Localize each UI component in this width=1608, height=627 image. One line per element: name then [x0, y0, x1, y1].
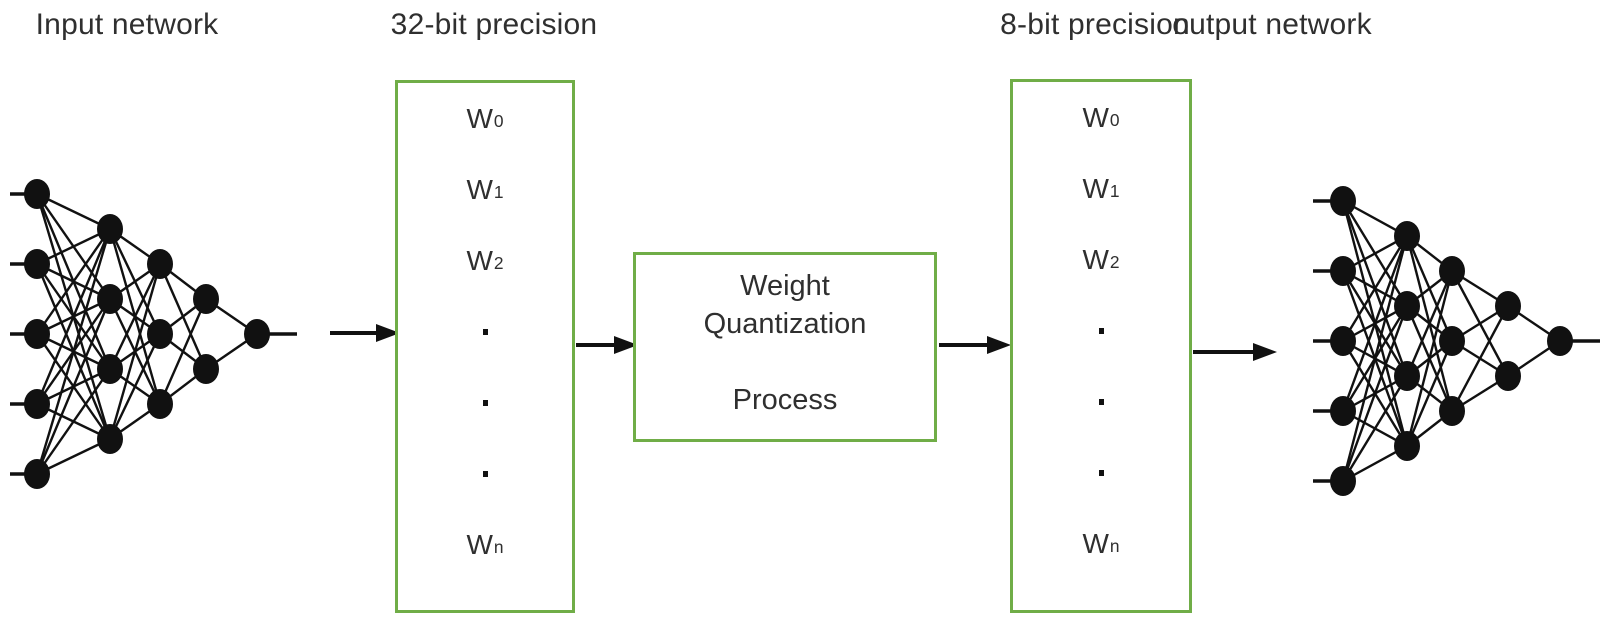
process-box-line: [636, 343, 934, 381]
input-network-graphic: [10, 179, 297, 489]
arrow-32bit-to-process: [576, 336, 638, 354]
dot: [482, 399, 488, 406]
ellipsis-dot-row: [482, 296, 488, 367]
32bit-precision-label: 32-bit precision: [390, 8, 598, 41]
dot: [482, 328, 488, 335]
ellipsis-dot-row: [482, 438, 488, 509]
arrow-8bit-to-output: [1193, 343, 1277, 361]
arrow-process-to-8bit: [939, 336, 1011, 354]
dot: [1098, 398, 1104, 405]
ellipsis-dot-row: [1098, 366, 1104, 437]
8bit-precision-label: 8-bit precision: [1000, 8, 1190, 41]
input-network-label: Input network: [35, 8, 219, 41]
ellipsis-dot-row: [482, 367, 488, 438]
output-network-graphic: [1313, 186, 1600, 496]
process-box-line: Process: [732, 384, 838, 416]
process-box-line: Quantization: [703, 308, 867, 340]
ellipsis-dot-row: [1098, 437, 1104, 508]
process-box-line: Weight: [740, 270, 830, 302]
arrow-input-to-32bit: [330, 324, 400, 342]
output-network-label: output network: [1172, 8, 1372, 41]
ellipsis-dot-row: [1098, 295, 1104, 366]
dot: [1098, 469, 1104, 476]
dot: [482, 470, 488, 477]
dot: [1098, 327, 1104, 334]
